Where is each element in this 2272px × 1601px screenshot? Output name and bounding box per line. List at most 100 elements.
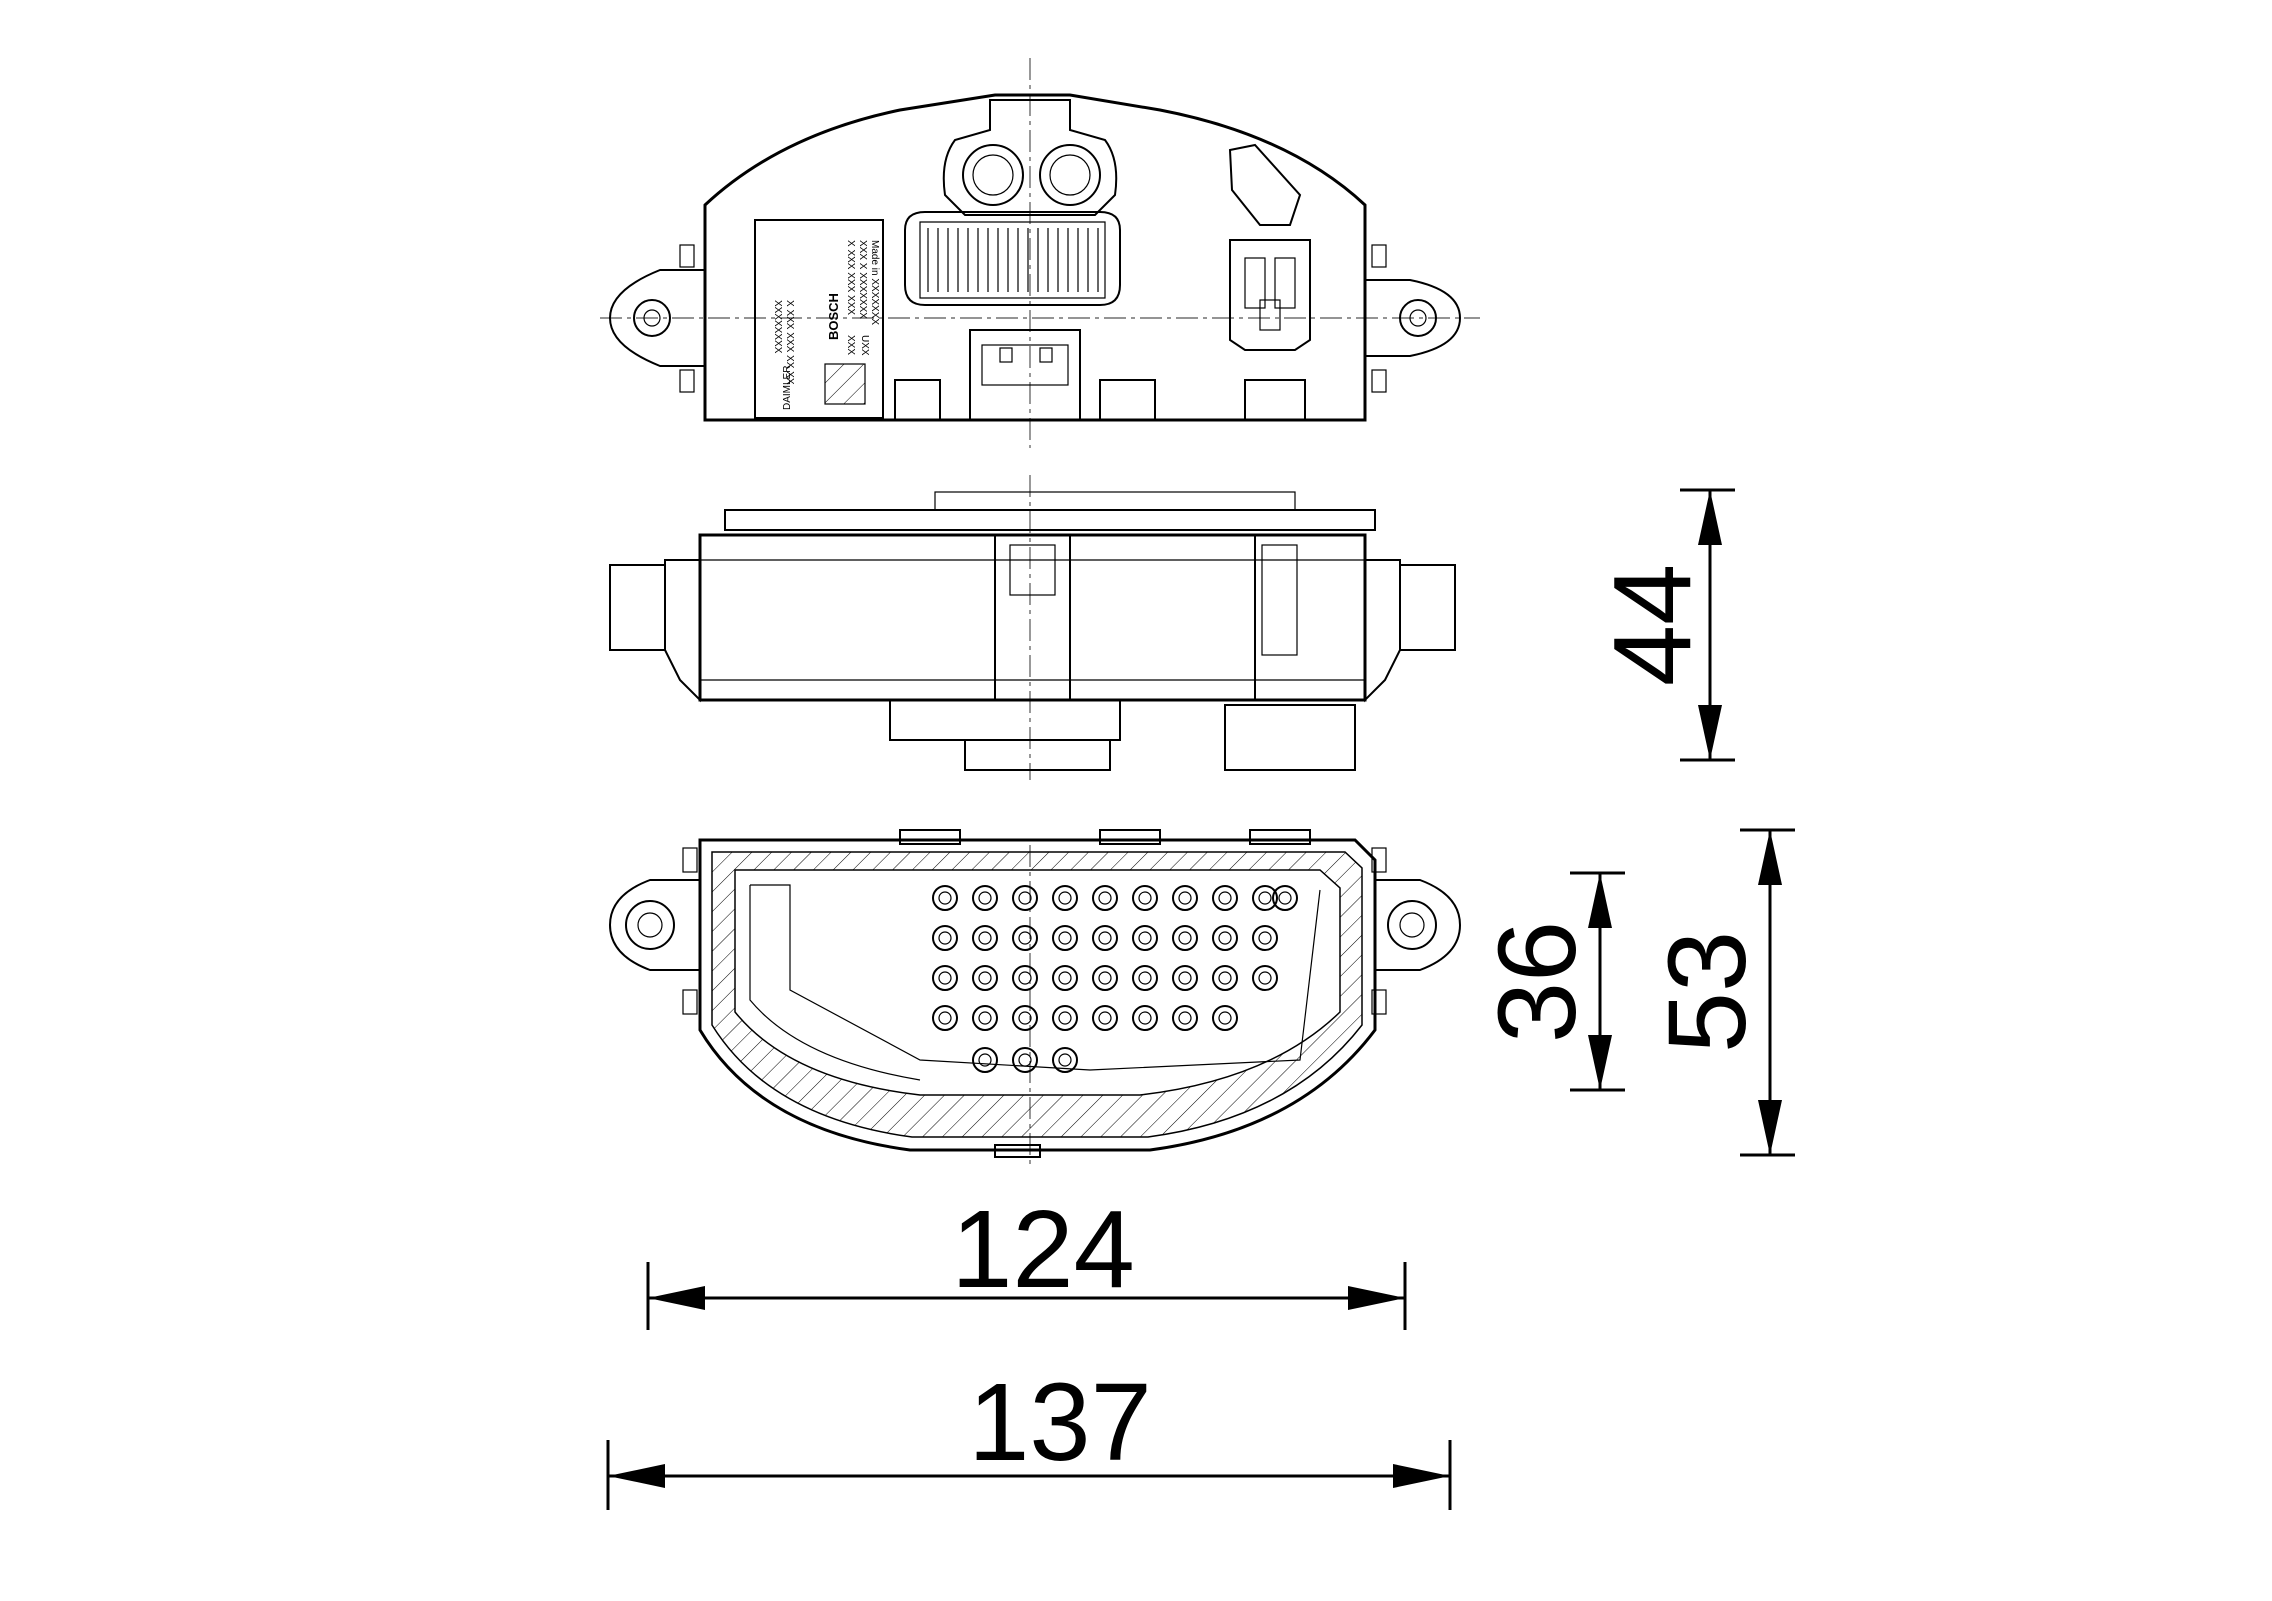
connector-pin <box>1012 925 1038 951</box>
connector-pin <box>1172 1005 1198 1031</box>
connector-pin-core <box>938 971 952 985</box>
label-line1: X XXX XXX XX XX <box>784 300 795 385</box>
connector-pin-core <box>1098 971 1112 985</box>
connector-pin <box>1252 965 1278 991</box>
dimension-124: 124 <box>646 1188 1407 1330</box>
connector-pin-core <box>1098 891 1112 905</box>
connector-pin-core <box>1178 891 1192 905</box>
dimension-44-label: 44 <box>1591 564 1714 686</box>
connector-pin-core <box>978 971 992 985</box>
connector-pin-core <box>1218 1011 1232 1025</box>
label-line6: XXX <box>845 335 856 355</box>
bottom-left-ear <box>608 847 700 1015</box>
connector-pin <box>932 885 958 911</box>
dimension-53: 53 <box>1646 828 1795 1157</box>
connector-pin <box>972 1047 998 1073</box>
connector-pin-grid <box>932 885 1298 1073</box>
connector-pin-core <box>978 1053 992 1067</box>
side-bottom-connector-left <box>889 699 1121 741</box>
connector-pin-core <box>938 1011 952 1025</box>
bottom-tab-2 <box>1099 829 1161 845</box>
side-right-lug <box>1399 564 1456 651</box>
connector-pin-core <box>1018 1053 1032 1067</box>
connector-pin-core <box>1178 1011 1192 1025</box>
dimension-137: 137 <box>606 1361 1452 1510</box>
connector-pin <box>932 965 958 991</box>
connector-pin <box>1052 885 1078 911</box>
connector-pin <box>1212 885 1238 911</box>
label-line2: XXXXXXXX <box>772 300 783 354</box>
connector-pin <box>972 965 998 991</box>
label-brand: BOSCH <box>826 293 841 340</box>
side-left-lug <box>609 564 666 651</box>
connector-pin <box>1052 1005 1078 1031</box>
connector-pin <box>1252 925 1278 951</box>
connector-pin-core <box>978 1011 992 1025</box>
product-label: DAIMLER BOSCH X XXX XXX XX XX XXXXXXXX X… <box>754 219 884 419</box>
connector-pin <box>932 925 958 951</box>
connector-pin <box>1132 925 1158 951</box>
connector-pin <box>1092 925 1118 951</box>
connector-pin-core <box>1178 931 1192 945</box>
connector-pin-core <box>938 931 952 945</box>
connector-pin-core <box>978 931 992 945</box>
dimension-36: 36 <box>1476 871 1625 1092</box>
connector-pin-core <box>1258 971 1272 985</box>
connector-pin <box>1212 1005 1238 1031</box>
bottom-right-ear <box>1371 847 1462 1015</box>
top-view: DAIMLER BOSCH X XXX XXX XX XX XXXXXXXX X… <box>600 58 1480 448</box>
connector-pin-core <box>1058 931 1072 945</box>
label-line5: Made in XXXXXXX <box>869 240 880 325</box>
connector-pin-core <box>1138 1011 1152 1025</box>
connector-pin-core <box>1098 1011 1112 1025</box>
label-oem: DAIMLER <box>782 366 793 410</box>
connector-pin-core <box>1218 971 1232 985</box>
connector-pin <box>1092 1005 1118 1031</box>
dimension-124-label: 124 <box>951 1188 1135 1311</box>
connector-pin <box>932 1005 958 1031</box>
connector-pin-core <box>1058 1053 1072 1067</box>
connector-pin <box>1052 1047 1078 1073</box>
connector-pin-core <box>1098 931 1112 945</box>
label-line7: UXX <box>859 335 870 356</box>
connector-pin-core <box>1058 1011 1072 1025</box>
connector-pin <box>1012 1047 1038 1073</box>
connector-pin <box>1172 965 1198 991</box>
connector-pin-core <box>1058 891 1072 905</box>
connector-pin-core <box>1138 931 1152 945</box>
connector-pin <box>1052 925 1078 951</box>
bottom-hatched-wall <box>711 851 1363 1138</box>
side-fin-tops <box>934 491 1296 511</box>
connector-pin <box>972 885 998 911</box>
dimension-44: 44 <box>1591 488 1735 762</box>
bottom-tab-1 <box>899 829 961 845</box>
label-line3: X XXX XXX XXX <box>845 240 856 315</box>
connector-pin <box>1012 965 1038 991</box>
bottom-housing-outline <box>698 838 1377 1152</box>
connector-pin-core <box>1138 891 1152 905</box>
connector-pin <box>1132 1005 1158 1031</box>
top-housing-outline <box>703 93 1367 422</box>
connector-pin-core <box>1018 971 1032 985</box>
connector-pin-core <box>1258 891 1272 905</box>
side-top-cover <box>724 509 1376 531</box>
connector-pin-core <box>1058 971 1072 985</box>
side-bottom-connector-mid <box>964 739 1111 771</box>
bottom-tab-4 <box>994 1144 1041 1158</box>
connector-pin <box>1172 925 1198 951</box>
connector-pin <box>1092 965 1118 991</box>
top-view-bottom-clips <box>894 379 1306 421</box>
bottom-view <box>608 829 1462 1165</box>
bottom-tab-3 <box>1249 829 1311 845</box>
connector-pin-core <box>978 891 992 905</box>
heat-sink <box>904 211 1121 306</box>
central-connector <box>969 329 1081 421</box>
top-right-latch <box>1228 143 1302 226</box>
connector-pin-core <box>938 891 952 905</box>
connector-pin-core <box>1018 931 1032 945</box>
connector-pin <box>1092 885 1118 911</box>
connector-pin <box>1272 885 1298 911</box>
connector-pin <box>1212 965 1238 991</box>
left-mounting-ear <box>608 244 705 393</box>
